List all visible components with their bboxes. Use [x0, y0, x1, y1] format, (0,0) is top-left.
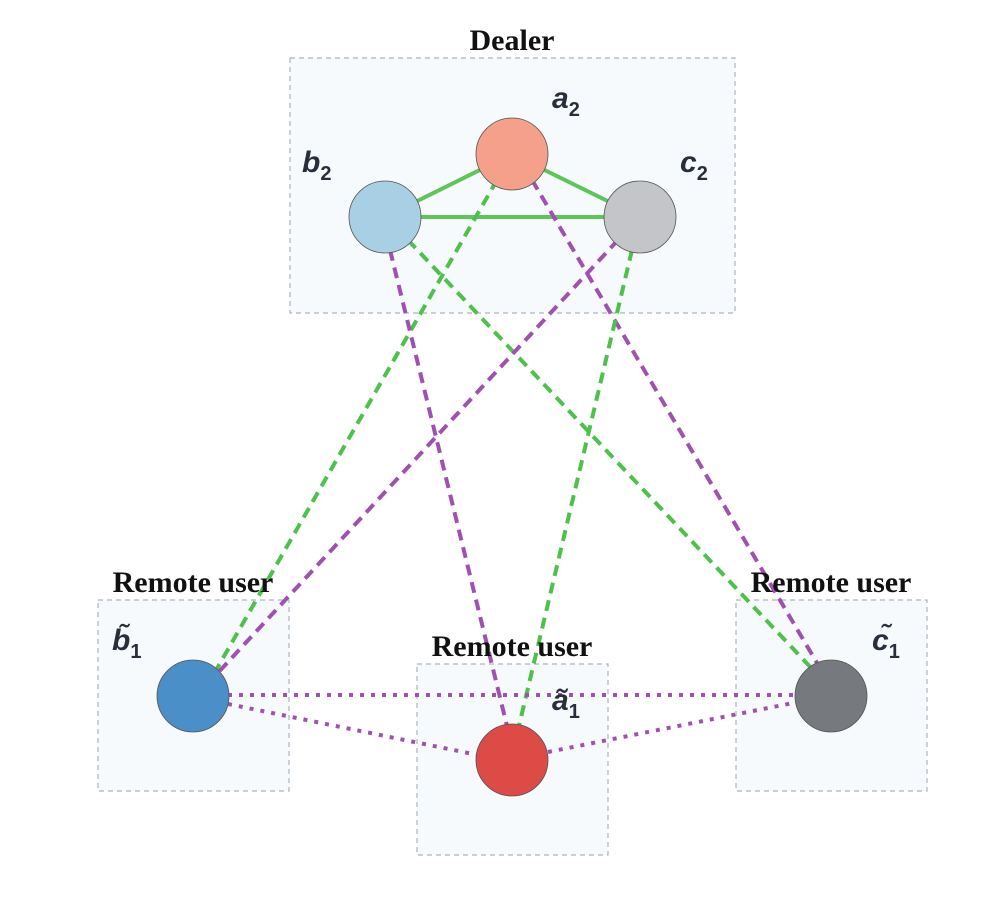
node-b2 [348, 180, 422, 254]
node-a1-tilde [475, 723, 549, 797]
edge-b2-c1 [406, 238, 817, 674]
label-b1-tilde: b̃1 [112, 623, 141, 663]
label-c2: c2 [680, 146, 708, 185]
dealer-title: Dealer [470, 24, 555, 57]
remote-user-right-title: Remote user [751, 566, 912, 599]
edge-a2-b1 [213, 179, 499, 673]
node-c2 [603, 180, 677, 254]
node-b1-tilde [156, 659, 230, 733]
edge-c2-b1 [213, 238, 620, 678]
node-a2 [475, 117, 549, 191]
label-a1-tilde: ã1 [552, 684, 580, 723]
edge-a2-c1 [530, 178, 822, 670]
edge-b2-a1 [388, 249, 510, 731]
node-c1-tilde [794, 659, 868, 733]
edge-b1-a1 [227, 702, 479, 757]
label-a2: a2 [552, 82, 580, 121]
remote-user-middle-title: Remote user [432, 630, 593, 663]
edge-c2-a1 [516, 249, 634, 731]
label-c1-tilde: c̃1 [872, 623, 900, 663]
label-b2: b2 [302, 146, 331, 185]
edge-a1-c1 [547, 700, 799, 754]
remote-user-left-title: Remote user [113, 566, 274, 599]
